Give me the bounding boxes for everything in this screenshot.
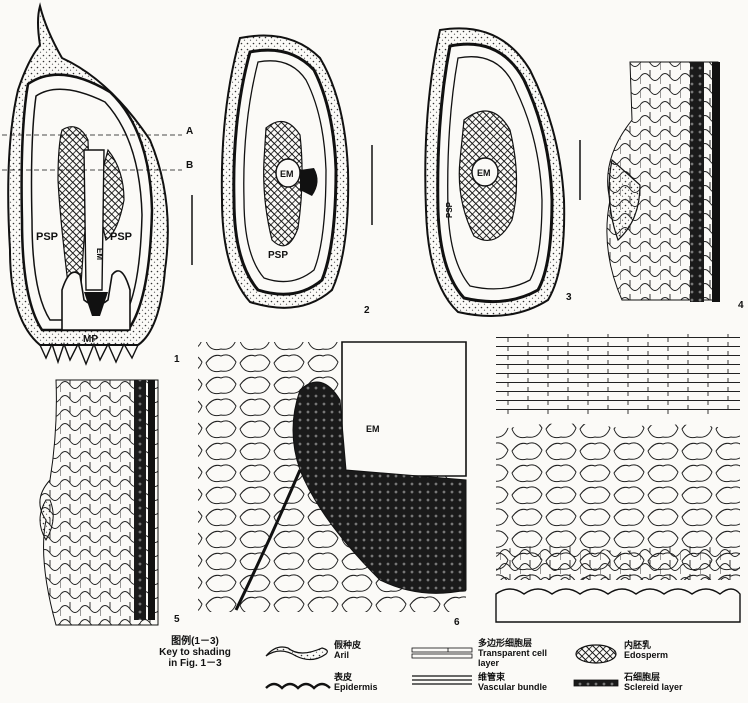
- figure-1-number: 1: [174, 354, 180, 365]
- key-item-epidermis: 表皮 Epidermis: [334, 672, 378, 692]
- shading-key: 图例(1－3) Key to shading in Fig. 1－3 假种皮 A…: [0, 628, 748, 703]
- figure-2-psp-label: PSP: [268, 250, 288, 261]
- key-item-sclereid-layer: 石细胞层 Sclereid layer: [624, 672, 683, 692]
- figure-5-seed-coat-tissue: 5: [40, 380, 180, 625]
- figure-3-em-label: EM: [477, 168, 491, 178]
- figure-3-seed-cross-section: EM PSP 3: [425, 28, 580, 316]
- figure-6-micropylar-region: EM 6: [198, 342, 466, 628]
- key-item-transparent-cell-layer-en: Transparent cell layer: [478, 648, 547, 668]
- key-item-epidermis-en: Epidermis: [334, 682, 378, 692]
- key-item-sclereid-layer-en: Sclereid layer: [624, 682, 683, 692]
- key-title-en-line-1: Key to shading: [140, 647, 250, 658]
- key-item-transparent-cell-layer: 多边形细胞层 Transparent cell layer: [478, 638, 564, 668]
- figure-4-seed-coat-tissue: 4: [607, 62, 744, 311]
- key-item-endosperm-zh: 内胚乳: [624, 640, 668, 650]
- figure-6-number: 6: [454, 617, 460, 628]
- key-title: 图例(1－3) Key to shading in Fig. 1－3: [140, 636, 250, 669]
- figure-1-psp-left-label: PSP: [36, 231, 58, 243]
- figure-2-em-label: EM: [280, 169, 294, 179]
- key-item-vascular-bundle: 维管束 Vascular bundle: [478, 672, 564, 692]
- figure-4-number: 4: [738, 300, 744, 311]
- key-item-aril-en: Aril: [334, 650, 349, 660]
- key-item-aril: 假种皮 Aril: [334, 640, 361, 660]
- figure-1-em-label: EM: [95, 248, 104, 260]
- figure-1-line-a-label: A: [186, 126, 193, 137]
- key-item-vascular-bundle-en: Vascular bundle: [478, 682, 547, 692]
- key-item-endosperm: 内胚乳 Edosperm: [624, 640, 668, 660]
- figure-5-number: 5: [174, 614, 180, 625]
- key-item-vascular-bundle-zh: 维管束: [478, 672, 564, 682]
- key-item-aril-zh: 假种皮: [334, 640, 361, 650]
- key-item-sclereid-layer-zh: 石细胞层: [624, 672, 683, 682]
- key-item-transparent-cell-layer-zh: 多边形细胞层: [478, 638, 564, 648]
- figure-3-number: 3: [566, 292, 572, 303]
- figure-6-em-label: EM: [366, 424, 380, 434]
- key-title-zh: 图例(1－3): [140, 636, 250, 647]
- figure-2-number: 2: [364, 305, 370, 316]
- key-item-epidermis-zh: 表皮: [334, 672, 378, 682]
- key-title-en-line-2: in Fig. 1－3: [140, 658, 250, 669]
- figure-1-mp-label: MP: [83, 334, 98, 345]
- figure-2-seed-cross-section: EM PSP 2: [222, 36, 372, 317]
- figure-1-psp-right-label: PSP: [110, 231, 132, 243]
- key-item-endosperm-en: Edosperm: [624, 650, 668, 660]
- figure-1-seed-longitudinal: A B PSP PSP EM MP 1: [2, 6, 193, 365]
- figure-1-line-b-label: B: [186, 160, 193, 171]
- figure-7-layered-tissue: [496, 334, 740, 622]
- figure-3-psp-label: PSP: [445, 201, 454, 218]
